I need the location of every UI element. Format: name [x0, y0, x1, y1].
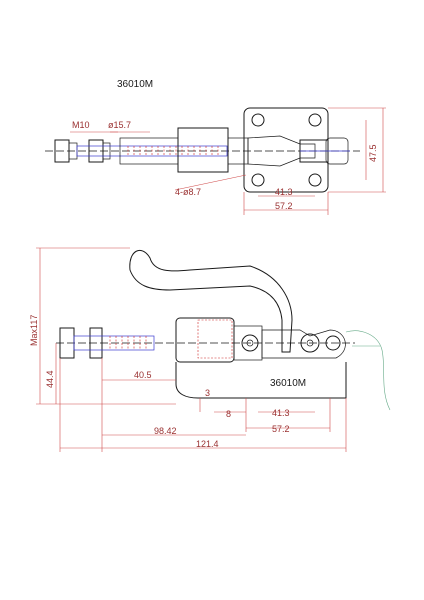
- mount-hole-2: [308, 113, 322, 127]
- linkage: [247, 135, 316, 167]
- mount-hole-3: [251, 173, 265, 187]
- dim-41-3-top: 41.3: [275, 187, 293, 197]
- dim-40-5: 40.5: [134, 370, 152, 380]
- thread-label: M10: [72, 120, 90, 130]
- side-barrel-section: [197, 319, 233, 359]
- part-label: 36010M: [270, 378, 306, 389]
- dim-3: 3: [205, 388, 210, 398]
- side-barrel: [175, 317, 235, 363]
- dim-121-4: 121.4: [196, 439, 219, 449]
- pivot-pin-2-inner: [306, 339, 314, 347]
- pivot-pin-1-inner: [246, 339, 254, 347]
- dim-98-42: 98.42: [154, 426, 177, 436]
- hole-label: 4-ø8.7: [175, 187, 201, 197]
- thread-hatching: [127, 146, 219, 156]
- mount-hole-4: [308, 173, 322, 187]
- dim-8: 8: [226, 409, 231, 419]
- dim-44-4-label: 44.4: [45, 370, 55, 388]
- mount-hole-1: [251, 113, 265, 127]
- dim-41-3-side: 41.3: [272, 408, 290, 418]
- dim-57-2-top: 57.2: [275, 201, 293, 211]
- dim-47-5: 47.5: [368, 144, 378, 162]
- side-linkage: [261, 329, 346, 359]
- pivot-pin-3: [325, 335, 341, 351]
- handle[interactable]: [129, 249, 293, 353]
- side-base: [175, 362, 347, 399]
- diameter-label: ø15.7: [108, 120, 131, 130]
- dim-line-holes: [174, 174, 247, 191]
- dim-57-2-side: 57.2: [272, 424, 290, 434]
- top-view: M10 ø15.7 4-ø8.7 41.3 57.2 47.5: [45, 107, 386, 215]
- pivot-pin-1: [241, 334, 259, 352]
- workpiece-outline: [345, 330, 391, 411]
- side-thread-hatching: [109, 336, 147, 350]
- top-title: 36010M: [117, 79, 153, 90]
- side-view: 36010M Max117 44.4 40.5 3 8 41.3 57.2 98…: [29, 247, 391, 452]
- barrel-housing: [177, 127, 229, 173]
- base-plate: [243, 107, 329, 193]
- side-threaded-rod: [73, 335, 155, 351]
- dim-max117: Max117: [29, 315, 39, 346]
- pivot-pin-2: [300, 333, 320, 353]
